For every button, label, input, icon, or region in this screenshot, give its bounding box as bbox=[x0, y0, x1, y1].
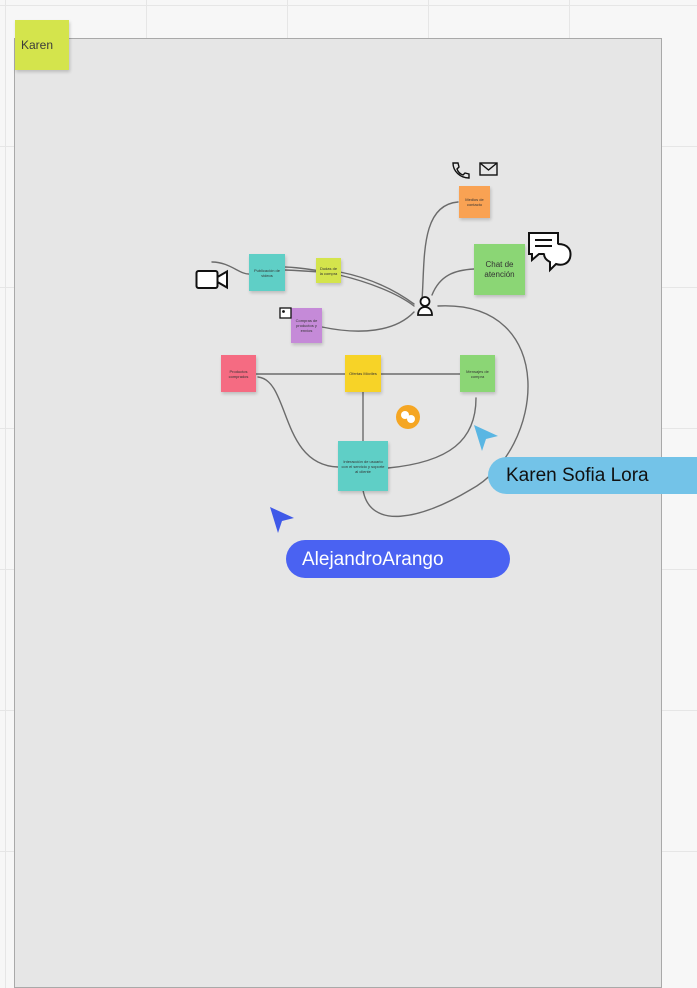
collaborator-label-alejandro: AlejandroArango bbox=[286, 540, 510, 578]
connector-line bbox=[257, 376, 339, 468]
video-camera-icon[interactable] bbox=[195, 268, 229, 292]
collaborator-label-karen: Karen Sofia Lora bbox=[488, 457, 697, 494]
reaction-badge-icon[interactable] bbox=[395, 404, 421, 430]
connector-line bbox=[321, 311, 415, 332]
connector-line bbox=[387, 397, 477, 469]
frame-label-sticky[interactable]: Karen bbox=[15, 20, 69, 70]
sticky-note[interactable]: Compras de productos y envíos bbox=[291, 308, 322, 343]
connector-line bbox=[211, 261, 251, 275]
alejandro-cursor-icon bbox=[270, 507, 294, 533]
connector-line bbox=[431, 268, 475, 296]
user-icon[interactable] bbox=[416, 295, 434, 317]
sticky-note[interactable]: Interacción de usuario con el servicio y… bbox=[338, 441, 388, 491]
sticky-note[interactable]: Mensajes de compra bbox=[460, 355, 495, 392]
karen-cursor-icon bbox=[474, 425, 498, 451]
board-frame[interactable] bbox=[14, 38, 662, 988]
chat-bubbles-icon[interactable] bbox=[526, 230, 574, 276]
sticky-note[interactable]: Productos comprados bbox=[221, 355, 256, 392]
connector-line bbox=[421, 201, 459, 301]
sticky-note[interactable]: Chat de atención bbox=[474, 244, 525, 295]
sticky-note[interactable]: Dudas de la compra bbox=[316, 258, 341, 283]
phone-icon[interactable] bbox=[450, 161, 470, 179]
sticky-note[interactable]: Ofertas Móviles bbox=[345, 355, 381, 392]
sticky-note[interactable]: Medios de contacto bbox=[459, 186, 490, 218]
connector-line bbox=[339, 271, 415, 305]
mail-icon[interactable] bbox=[479, 162, 499, 177]
sticky-note[interactable]: Publicación de videos bbox=[249, 254, 285, 291]
image-icon[interactable] bbox=[279, 307, 292, 319]
